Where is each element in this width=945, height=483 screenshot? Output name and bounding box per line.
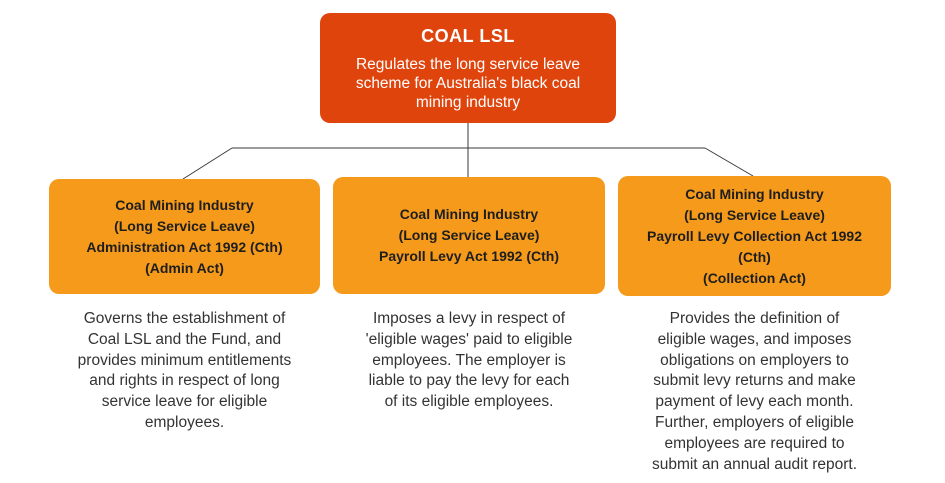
admin-act-description-line: service leave for eligible <box>101 393 268 411</box>
collection-act-description: Provides the definition of eligible wage… <box>618 309 891 475</box>
coal-lsl-root-box: COAL LSL Regulates the long service leav… <box>320 13 616 123</box>
admin-act-description-line: employees. <box>144 413 225 431</box>
admin-act-description-line: provides minimum entitlements <box>77 351 292 369</box>
collection-act-description-line: obligations on employers to <box>660 351 849 369</box>
collection-act-description-line: submit an annual audit report. <box>651 455 858 473</box>
right-branch-connector <box>704 147 754 177</box>
collection-act-line: Coal Mining Industry <box>685 185 824 202</box>
payroll-levy-act-box: Coal Mining Industry (Long Service Leave… <box>333 177 605 294</box>
collection-act-description-line: eligible wages, and imposes <box>657 330 852 348</box>
collection-act-description-line: Further, employers of eligible <box>654 413 854 431</box>
admin-act-line: Coal Mining Industry <box>115 196 254 213</box>
collection-act-line: (Collection Act) <box>703 269 806 286</box>
payroll-levy-act-line: Payroll Levy Act 1992 (Cth) <box>379 248 559 264</box>
collection-act-description-line: Provides the definition of <box>669 310 840 327</box>
admin-act-description-line: Governs the establishment of <box>83 310 286 327</box>
admin-act-box: Coal Mining Industry (Long Service Leave… <box>49 179 320 294</box>
collection-act-line: Payroll Levy Collection Act 1992 <box>646 227 862 244</box>
root-title: COAL LSL <box>421 25 515 46</box>
root-description: Regulates the long service leave scheme … <box>344 55 592 112</box>
admin-act-description-line: Coal LSL and the Fund, and <box>87 330 282 348</box>
admin-act-description-line: and rights in respect of long <box>89 372 280 390</box>
collection-act-line: (Long Service Leave) <box>684 206 825 223</box>
payroll-levy-act-description-line: liable to pay the levy for each <box>368 372 570 390</box>
left-branch-connector <box>182 147 233 180</box>
payroll-levy-act-description-line: 'eligible wages' paid to eligible <box>365 330 573 348</box>
admin-act-line: (Long Service Leave) <box>114 217 255 234</box>
collection-act-description-line: submit levy returns and make <box>653 372 856 390</box>
payroll-levy-act-description: Imposes a levy in respect of 'eligible w… <box>333 309 605 413</box>
payroll-levy-act-description-line: of its eligible employees. <box>384 393 554 411</box>
root-description-line: mining industry <box>415 93 521 111</box>
root-description-line: Regulates the long service leave <box>355 55 581 73</box>
payroll-levy-act-line: (Long Service Leave) <box>398 227 540 243</box>
collection-act-box: Coal Mining Industry (Long Service Leave… <box>618 176 891 296</box>
collection-act-line: (Cth) <box>738 248 771 265</box>
admin-act-line: (Admin Act) <box>145 259 224 276</box>
admin-act-description: Governs the establishment of Coal LSL an… <box>49 309 320 434</box>
collection-act-description-line: payment of levy each month. <box>655 393 854 411</box>
collection-act-description-line: employees are required to <box>664 434 845 452</box>
payroll-levy-act-line: Coal Mining Industry <box>399 206 539 222</box>
root-description-line: scheme for Australia's black coal <box>355 74 581 92</box>
admin-act-line: Administration Act 1992 (Cth) <box>86 238 283 255</box>
payroll-levy-act-description-line: employees. The employer is <box>372 351 566 369</box>
payroll-levy-act-description-line: Imposes a levy in respect of <box>372 310 566 327</box>
